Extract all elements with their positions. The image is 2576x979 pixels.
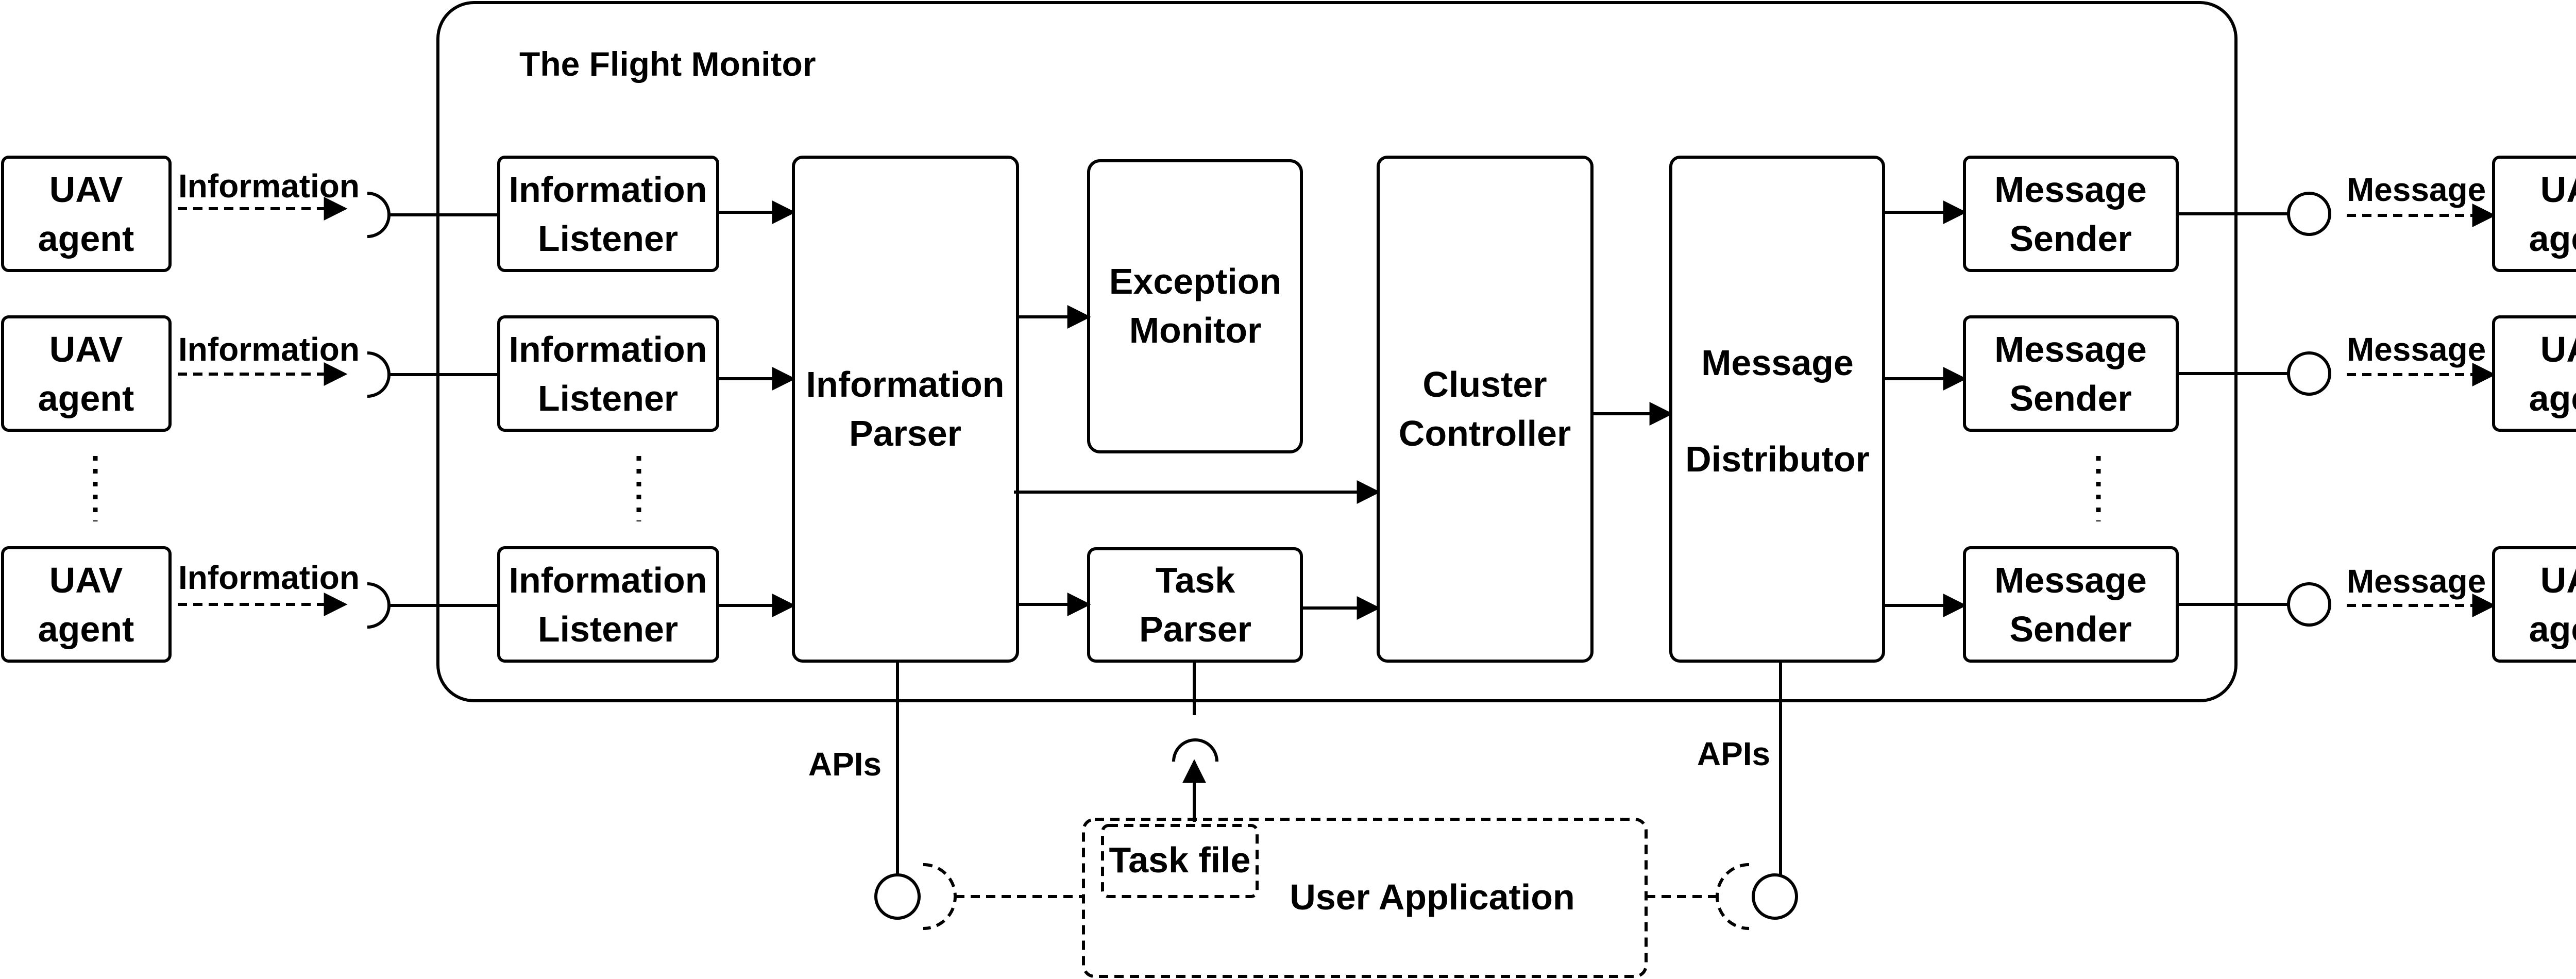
uav-agent-right-3: UAV agent [2492,546,2576,663]
listener-socket-1 [367,192,391,238]
apis-label-right: APIs [1697,735,1770,772]
svg-text:Sender: Sender [2009,609,2131,649]
svg-text:Information: Information [509,560,707,600]
task-parser-socket [1172,738,1218,762]
info-label-1: Information [178,167,360,205]
msg-label-1: Message [2347,171,2486,208]
listener-socket-3 [367,582,391,629]
svg-text:Sender: Sender [2009,378,2131,418]
user-application [1082,818,1648,978]
user-application-label: User Application [1290,877,1575,917]
svg-text:UAV: UAV [49,560,123,600]
info-label-2: Information [178,331,360,368]
svg-text:Message: Message [1701,343,1854,383]
message-distributor: Message Distributor [1669,156,1885,663]
svg-text:Listener: Listener [538,609,678,649]
task-parser: Task Parser [1087,547,1303,663]
svg-text:Parser: Parser [849,413,961,453]
svg-text:Distributor: Distributor [1685,439,1870,479]
svg-text:Listener: Listener [538,378,678,418]
user-app-socket-left [923,863,957,930]
information-listener-1: Information Listener [497,156,719,272]
svg-text:Controller: Controller [1399,413,1571,453]
svg-text:Parser: Parser [1139,609,1251,649]
flight-monitor-title: The Flight Monitor [519,45,816,83]
svg-text:Information: Information [509,170,707,210]
sender-interface-2 [2287,351,2331,396]
distributor-api-interface [1752,873,1798,920]
uav-agent-right-2: UAV agent [2492,315,2576,432]
user-app-socket-right [1716,863,1750,930]
svg-text:Sender: Sender [2009,218,2131,259]
info-label-3: Information [178,559,360,596]
svg-text:agent: agent [2529,609,2576,649]
svg-text:UAV: UAV [2540,170,2576,210]
svg-text:Task: Task [1156,560,1235,600]
msg-label-2: Message [2347,331,2486,368]
svg-text:agent: agent [2529,218,2576,259]
cluster-controller: Cluster Controller [1377,156,1594,663]
svg-text:Information: Information [806,364,1005,404]
svg-text:UAV: UAV [49,170,123,210]
msg-label-3: Message [2347,563,2486,600]
uav-agent-left-2: UAV agent [1,315,172,432]
svg-text:agent: agent [38,609,134,649]
svg-text:Exception: Exception [1109,261,1282,301]
svg-text:Monitor: Monitor [1129,310,1262,350]
uav-agent-left-1: UAV agent [1,156,172,272]
information-listener-3: Information Listener [497,546,719,663]
information-listener-2: Information Listener [497,315,719,432]
sender-interface-3 [2287,582,2331,627]
message-sender-3: Message Sender [1963,546,2179,663]
svg-text:Information: Information [509,329,707,369]
svg-text:agent: agent [2529,378,2576,418]
sender-interface-1 [2287,192,2331,236]
uav-agent-left-3: UAV agent [1,546,172,663]
message-sender-1: Message Sender [1963,156,2179,272]
svg-text:UAV: UAV [2540,329,2576,369]
svg-text:agent: agent [38,378,134,418]
uav-agent-right-1: UAV agent [2492,156,2576,272]
svg-text:UAV: UAV [2540,560,2576,600]
task-file-box [1101,824,1259,898]
listener-socket-2 [367,351,391,398]
exception-monitor: Exception Monitor [1087,159,1303,453]
message-sender-2: Message Sender [1963,315,2179,432]
svg-text:Cluster: Cluster [1422,364,1547,404]
svg-text:Message: Message [1994,329,2147,369]
svg-text:agent: agent [38,218,134,259]
apis-label-left: APIs [808,746,882,783]
task-file-label: Task file [1109,840,1251,880]
svg-text:Message: Message [1994,170,2147,210]
parser-api-interface [874,873,921,920]
svg-text:Listener: Listener [538,218,678,259]
svg-text:Message: Message [1994,560,2147,600]
svg-text:UAV: UAV [49,329,123,369]
information-parser: Information Parser [792,156,1019,663]
